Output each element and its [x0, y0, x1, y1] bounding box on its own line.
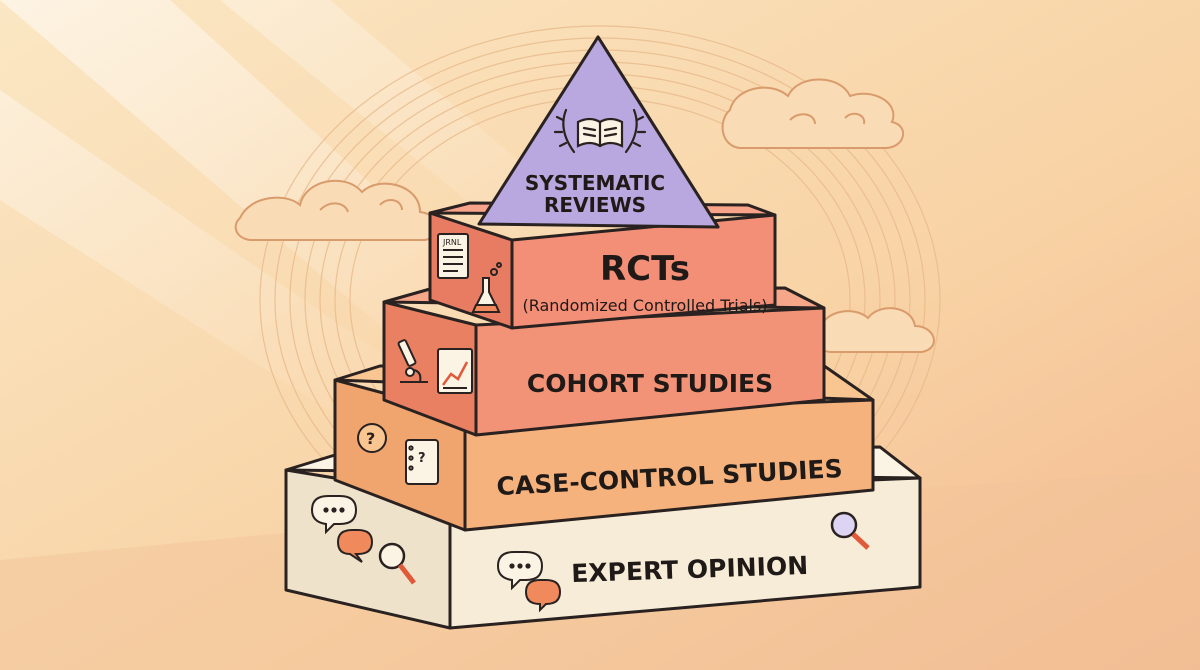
notepad-question-icon: ? — [405, 439, 439, 485]
apex-label-line1: SYSTEMATIC — [525, 171, 665, 195]
speech-bubbles-icon — [310, 495, 562, 613]
open-book-laurel-icon — [553, 108, 647, 154]
document-icon: JRNL — [437, 233, 469, 279]
svg-text:JRNL: JRNL — [442, 238, 462, 247]
question-bubble-icon: ? — [357, 423, 387, 453]
rcts-label: RCTs — [600, 249, 690, 289]
cloud-left — [234, 179, 439, 241]
tier-cohort-front — [474, 306, 826, 437]
svg-text:?: ? — [366, 429, 375, 448]
magnifier-icon — [378, 511, 870, 585]
flask-icon — [471, 262, 502, 313]
rcts-sublabel: (Randomized Controlled Trials) — [522, 296, 767, 315]
microscope-icon — [397, 339, 428, 383]
apex-label-line2: REVIEWS — [544, 193, 646, 217]
cloud-right-top — [721, 78, 904, 149]
svg-text:?: ? — [418, 451, 426, 466]
cohort-label: COHORT STUDIES — [527, 369, 773, 398]
line-chart-icon — [437, 348, 473, 394]
